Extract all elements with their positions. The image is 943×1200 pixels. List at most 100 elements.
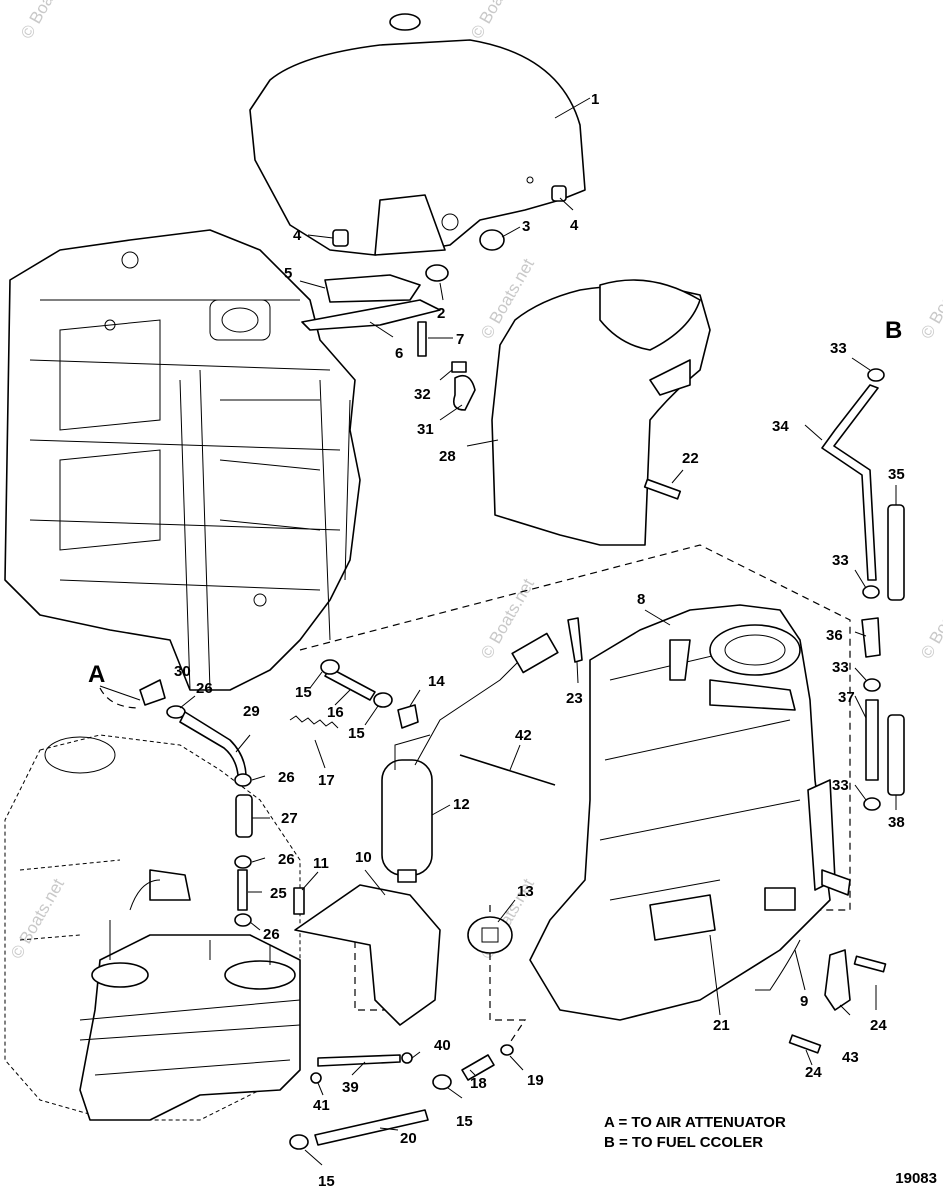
callout: 30	[174, 663, 191, 680]
part-22-screw	[643, 478, 682, 500]
part-41-screw	[310, 1072, 322, 1084]
callout: 26	[263, 926, 280, 943]
fuel-filter-assembly	[79, 869, 301, 1121]
callout: 38	[888, 814, 905, 831]
callout: 4	[570, 217, 579, 234]
callout: 14	[428, 673, 445, 690]
part-29-hose	[179, 711, 247, 776]
callout: 26	[196, 680, 213, 697]
callout: 31	[417, 421, 434, 438]
callout: 7	[456, 331, 464, 348]
callout: 18	[470, 1075, 487, 1092]
note-a: A = TO AIR ATTENUATOR	[604, 1114, 786, 1131]
callout: 16	[327, 704, 344, 721]
part-15-clamp	[373, 692, 393, 708]
part-25-tube	[237, 869, 248, 911]
part-10-bracket	[294, 884, 441, 1026]
part-37-tube	[865, 699, 879, 781]
part-6-bracket	[301, 299, 441, 331]
callout: 12	[453, 796, 470, 813]
callout: 10	[355, 849, 372, 866]
callout: 33	[832, 777, 849, 794]
watermark: © Boats.net	[7, 875, 68, 962]
part-1-cover	[249, 13, 591, 256]
callout: 29	[243, 703, 260, 720]
callout: 15	[456, 1113, 473, 1130]
part-27-filter	[235, 794, 253, 838]
callout: 15	[348, 725, 365, 742]
callout: 11	[313, 855, 329, 872]
callout: 28	[439, 448, 456, 465]
ref-a-path	[99, 687, 141, 709]
callout: 33	[830, 340, 847, 357]
part-2-grommet	[425, 264, 449, 282]
part-15-clamp	[289, 1134, 309, 1150]
callout: 17	[318, 772, 335, 789]
part-19-o-ring	[500, 1044, 514, 1056]
watermark: © Boats.net	[17, 0, 78, 42]
part-15-clamp	[320, 659, 340, 675]
part-4-grommet	[332, 229, 349, 247]
callout: 3	[522, 218, 530, 235]
part-3-grommet	[479, 229, 505, 251]
watermark: © Boats.net	[467, 0, 528, 42]
callout: 6	[395, 345, 403, 362]
part-24-screw	[853, 955, 887, 973]
part-12-fuel-pump	[381, 632, 559, 883]
part-28-duct	[491, 279, 711, 546]
part-26-clamp	[234, 913, 252, 927]
part-39-strap	[317, 1054, 401, 1067]
part-30-elbow	[139, 679, 166, 706]
part-33-clamp	[867, 368, 885, 382]
part-9-sensor	[755, 939, 801, 991]
part-20-hose	[314, 1109, 429, 1146]
callout: 26	[278, 769, 295, 786]
callout: 36	[826, 627, 843, 644]
callout: 2	[437, 305, 445, 322]
part-35-sleeve	[887, 504, 905, 601]
watermark: © Boats.net	[917, 575, 943, 662]
part-5-filter	[324, 274, 421, 303]
callout: 43	[842, 1049, 859, 1066]
part-26-clamp	[234, 855, 252, 869]
callout: 22	[682, 450, 699, 467]
note-b: B = TO FUEL CCOLER	[604, 1134, 764, 1151]
part-8-separator	[529, 604, 851, 1021]
part-33-clamp	[863, 797, 881, 811]
callout: 40	[434, 1037, 451, 1054]
callout: 24	[870, 1017, 887, 1034]
small-parts-top	[301, 185, 567, 411]
callout: 8	[637, 591, 645, 608]
callout: 42	[515, 727, 532, 744]
part-26-clamp	[234, 773, 252, 787]
part-7-screw	[417, 321, 427, 357]
part-33-clamp	[863, 678, 881, 692]
callout: 19	[527, 1072, 544, 1089]
callout: 33	[832, 552, 849, 569]
callout: 21	[713, 1017, 730, 1034]
callout: 4	[293, 227, 302, 244]
callout: 35	[888, 466, 905, 483]
part-18-fitting	[461, 1054, 495, 1081]
part-42-tie-strap	[459, 754, 556, 786]
figure-number: 19083	[895, 1170, 937, 1187]
part-32-screw	[451, 361, 467, 373]
callout: 9	[800, 993, 808, 1010]
callout: 15	[295, 684, 312, 701]
part-38-sleeve	[887, 714, 905, 796]
part-31-clip	[452, 374, 476, 411]
callout: 25	[270, 885, 287, 902]
callout: 13	[517, 883, 534, 900]
callout: 5	[284, 265, 292, 282]
part-11-screw	[293, 887, 305, 915]
callout: 32	[414, 386, 431, 403]
part-17-spring	[289, 715, 339, 729]
part-43-bracket	[824, 949, 851, 1011]
part-40-screw	[401, 1052, 413, 1064]
ref-letter-b: B	[885, 317, 902, 344]
callouts: 1 2 3 4 4 5 6 7 8 9 10 11 12 13 14 15 15…	[174, 91, 905, 1190]
ref-letter-a: A	[88, 661, 105, 688]
callout: 34	[772, 418, 789, 435]
watermark: © Boats.net	[917, 255, 943, 342]
